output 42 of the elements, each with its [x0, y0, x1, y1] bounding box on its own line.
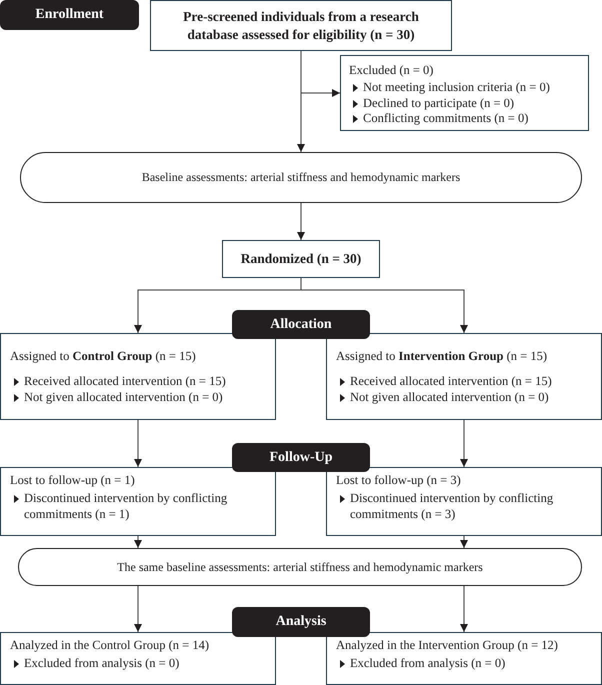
arrow	[460, 420, 468, 468]
process-box	[0, 632, 276, 685]
process-box	[326, 467, 602, 536]
box-heading: Analyzed in the Control Group (n = 14)	[10, 638, 210, 652]
box-heading: Assigned to Control Group (n = 15)	[10, 349, 196, 363]
process-box	[326, 632, 602, 685]
list-item: Discontinued intervention by conflicting commitments (n = 1)	[24, 491, 228, 522]
box-heading: Lost to follow-up (n = 3)	[336, 473, 461, 487]
process-box	[0, 333, 276, 420]
list-item: Not given allocated intervention (n = 0)	[350, 390, 549, 405]
box-heading: Assigned to Intervention Group (n = 15)	[336, 349, 547, 363]
arrow	[460, 536, 468, 548]
process-box: Randomized (n = 30)	[222, 240, 380, 278]
list-item: Discontinued intervention by conflicting commitments (n = 3)	[350, 491, 554, 522]
process-box	[340, 55, 589, 131]
list-item: Declined to participate (n = 0)	[363, 96, 514, 111]
arrow	[300, 50, 340, 97]
list-item: Conflicting commitments (n = 0)	[363, 110, 528, 126]
phase-label: Analysis	[232, 607, 370, 637]
list-item: Not given allocated intervention (n = 0)	[24, 390, 223, 405]
phase-label: Allocation	[232, 310, 370, 339]
arrow	[460, 586, 468, 632]
list-item: Received allocated intervention (n = 15)	[350, 374, 552, 390]
assessment-pill: The same baseline assessments: arterial stiffness and hemodynamic markers	[18, 548, 582, 586]
process-box	[326, 333, 602, 420]
process-box	[0, 467, 276, 536]
list-item: Excluded from analysis (n = 0)	[24, 656, 180, 672]
list-item: Excluded from analysis (n = 0)	[350, 656, 506, 672]
phase-label: Enrollment	[0, 0, 139, 30]
box-heading: Analyzed in the Intervention Group (n = 12)	[336, 638, 558, 652]
phase-label: Follow-Up	[232, 443, 370, 472]
arrow	[134, 536, 142, 548]
arrow	[134, 586, 142, 632]
box-heading: Lost to follow-up (n = 1)	[10, 473, 135, 487]
box-heading: Excluded (n = 0)	[349, 63, 434, 77]
list-item: Received allocated intervention (n = 15)	[24, 374, 226, 390]
arrow	[300, 278, 468, 334]
process-box: Pre-screened individuals from a research database assessed for eligibility (n = 30)	[150, 0, 452, 51]
arrow	[134, 420, 142, 468]
list-item: Not meeting inclusion criteria (n = 0)	[363, 80, 550, 96]
assessment-pill: Baseline assessments: arterial stiffness and hemodynamic markers	[20, 152, 582, 203]
arrow	[297, 202, 305, 240]
